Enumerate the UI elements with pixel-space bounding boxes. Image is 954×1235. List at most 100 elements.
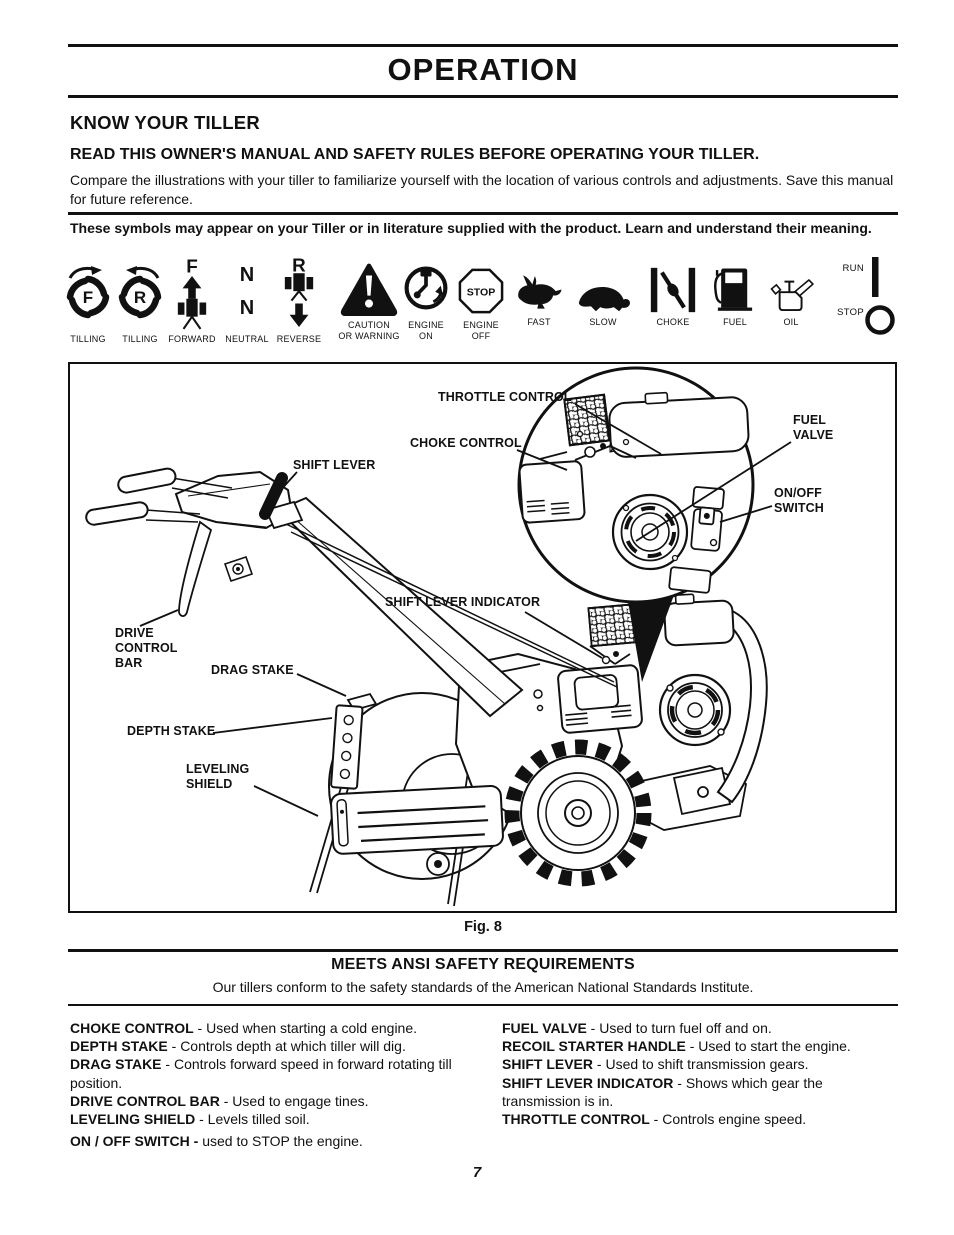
intro-paragraph: Compare the illustrations with your till… bbox=[70, 172, 894, 207]
definition-desc: - Used to start the engine. bbox=[685, 1038, 851, 1055]
oil-can-icon bbox=[770, 279, 814, 312]
handle-grips bbox=[85, 467, 233, 526]
leader-depth-stake bbox=[212, 717, 333, 734]
definition-term: THROTTLE CONTROL bbox=[502, 1111, 650, 1128]
run-bar-glyph bbox=[872, 257, 879, 297]
symbol-label: TILLING bbox=[70, 334, 106, 344]
handle-beam bbox=[276, 496, 524, 718]
figure-caption: Fig. 8 bbox=[464, 919, 502, 935]
leader-choke-control bbox=[516, 449, 568, 471]
rod-bracket bbox=[223, 555, 254, 583]
definition-leveling-shield: LEVELING SHIELD - Levels tilled soil. bbox=[70, 1110, 470, 1128]
divider bbox=[68, 949, 898, 952]
magnifier-wedge bbox=[626, 590, 674, 682]
symbol-forward: F FORWARD bbox=[160, 254, 224, 358]
definition-desc: - Used to shift transmission gears. bbox=[593, 1056, 809, 1073]
symbol-label: TILLING bbox=[122, 334, 158, 344]
definition-term: LEVELING SHIELD bbox=[70, 1111, 196, 1128]
reverse-icon: R bbox=[284, 256, 314, 328]
leader-lines bbox=[139, 403, 792, 817]
symbol-label: FUEL bbox=[723, 317, 747, 327]
stop-circle-glyph bbox=[865, 305, 895, 335]
svg-text:N: N bbox=[240, 297, 254, 318]
symbol-label: SLOW bbox=[589, 317, 617, 327]
engine-off-stop-icon: STOP bbox=[458, 268, 504, 314]
page-number: 7 bbox=[472, 1164, 482, 1181]
definition-term: DEPTH STAKE bbox=[70, 1038, 168, 1055]
divider bbox=[68, 1004, 898, 1006]
engine-on-icon bbox=[404, 266, 448, 310]
divider bbox=[68, 44, 898, 47]
symbol-fuel: FUEL bbox=[703, 254, 767, 358]
symbol-reverse: R REVERSE bbox=[267, 254, 331, 358]
definition-shift-lever-indicator: SHIFT LEVER INDICATOR - Shows which gear… bbox=[502, 1074, 904, 1110]
callout-shift-lever-indicator: SHIFT LEVER INDICATOR bbox=[385, 595, 541, 609]
leader-drag-stake bbox=[296, 673, 347, 697]
definition-desc: - Levels tilled soil. bbox=[195, 1111, 310, 1128]
run-label: RUN bbox=[843, 263, 864, 274]
definition-on-off-switch: ON / OFF SWITCH - used to STOP the engin… bbox=[70, 1132, 470, 1150]
base-frame bbox=[625, 765, 748, 831]
symbol-fast: FAST bbox=[507, 254, 571, 358]
tiller-diagram bbox=[85, 366, 792, 907]
symbol-label: OIL bbox=[783, 317, 799, 327]
svg-text:F: F bbox=[83, 288, 93, 307]
definition-fuel-valve: FUEL VALVE - Used to turn fuel off and o… bbox=[502, 1019, 904, 1037]
definition-depth-stake: DEPTH STAKE - Controls depth at which ti… bbox=[70, 1037, 470, 1055]
definition-drag-stake: DRAG STAKE - Controls forward speed in f… bbox=[70, 1055, 470, 1091]
symbol-label: REVERSE bbox=[276, 334, 322, 344]
leader-shift-lever-indicator bbox=[524, 611, 603, 659]
callout-drive-control-bar: DRIVE CONTROL BAR bbox=[115, 626, 178, 670]
callout-drag-stake: DRAG STAKE bbox=[211, 663, 294, 677]
symbol-label: FORWARD bbox=[168, 334, 216, 344]
recoil-starter bbox=[658, 673, 732, 747]
symbol-label: FAST bbox=[527, 317, 551, 327]
definition-shift-lever: SHIFT LEVER - Used to shift transmission… bbox=[502, 1055, 904, 1073]
callout-depth-stake: DEPTH STAKE bbox=[127, 724, 216, 738]
shift-linkage bbox=[589, 645, 631, 665]
shift-rods bbox=[285, 523, 618, 688]
callout-choke-control: CHOKE CONTROL bbox=[410, 436, 522, 450]
definition-desc: - Used when starting a cold engine. bbox=[193, 1020, 418, 1036]
depth-drag-stake-bracket bbox=[330, 692, 378, 790]
callout-fuel-valve: FUEL VALVE bbox=[793, 413, 834, 442]
symbol-label: ENGINE ON bbox=[408, 320, 444, 341]
symbol-tilling-reverse: R TILLING bbox=[108, 254, 172, 358]
fuel-tank bbox=[663, 593, 735, 647]
definition-desc: - Used to engage tines. bbox=[219, 1092, 369, 1109]
leveling-shield-part bbox=[330, 784, 504, 855]
divider bbox=[68, 212, 898, 215]
symbol-label: NEUTRAL bbox=[225, 334, 269, 344]
definition-desc: - Used to turn fuel off and on. bbox=[586, 1020, 772, 1036]
symbol-engine-on: ENGINE ON bbox=[394, 254, 458, 358]
definitions-left-column: CHOKE CONTROL - Used when starting a col… bbox=[70, 1019, 470, 1150]
callout-shift-lever: SHIFT LEVER bbox=[293, 458, 376, 472]
definition-desc: - Controls engine speed. bbox=[649, 1111, 807, 1128]
drive-control-bar-rod bbox=[178, 520, 213, 617]
page-title: OPERATION bbox=[387, 52, 579, 87]
tilling-reverse-icon: R bbox=[118, 266, 162, 319]
leader-throttle-control bbox=[574, 403, 662, 455]
run-stop-switch-icon: RUN STOP bbox=[837, 257, 895, 335]
shift-lever-handle bbox=[259, 472, 288, 520]
definition-term: ON / OFF SWITCH - bbox=[70, 1133, 199, 1150]
forward-icon: F bbox=[177, 256, 207, 330]
callout-leveling-shield: LEVELING SHIELD bbox=[186, 762, 250, 791]
callout-on-off-switch: ON/OFF SWITCH bbox=[774, 486, 824, 515]
leader-on-off-switch bbox=[719, 505, 773, 523]
definition-drive-control-bar: DRIVE CONTROL BAR - Used to engage tines… bbox=[70, 1092, 470, 1110]
divider bbox=[68, 95, 898, 98]
symbols-legend: F TILLING R TILLING F bbox=[66, 254, 902, 358]
svg-text:N: N bbox=[240, 264, 254, 286]
ansi-heading: MEETS ANSI SAFETY REQUIREMENTS bbox=[331, 956, 635, 973]
leader-shift-lever bbox=[278, 471, 298, 493]
svg-text:F: F bbox=[186, 256, 198, 277]
svg-text:R: R bbox=[134, 288, 146, 307]
svg-text:R: R bbox=[292, 256, 306, 276]
definition-desc: - Controls depth at which tiller will di… bbox=[167, 1038, 406, 1055]
leader-drive-control-bar bbox=[139, 609, 179, 627]
symbol-label: CAUTION OR WARNING bbox=[338, 320, 400, 341]
callout-throttle-control: THROTTLE CONTROL bbox=[438, 390, 572, 404]
shift-boot bbox=[264, 500, 304, 530]
